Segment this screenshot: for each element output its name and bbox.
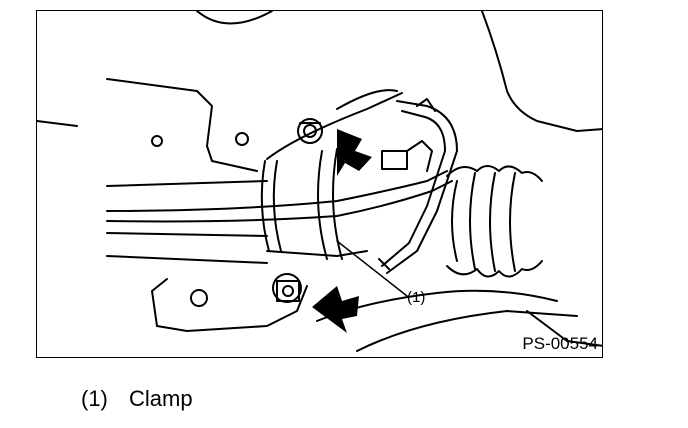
technical-illustration: (1) PS-00554 xyxy=(36,10,603,358)
callout-label: (1) xyxy=(407,289,425,306)
steering-gearbox-drawing: (1) xyxy=(37,11,602,352)
legend: (1) Clamp xyxy=(81,386,193,412)
legend-number: (1) xyxy=(81,386,108,411)
legend-label: Clamp xyxy=(129,386,193,411)
figure-code: PS-00554 xyxy=(522,334,598,353)
